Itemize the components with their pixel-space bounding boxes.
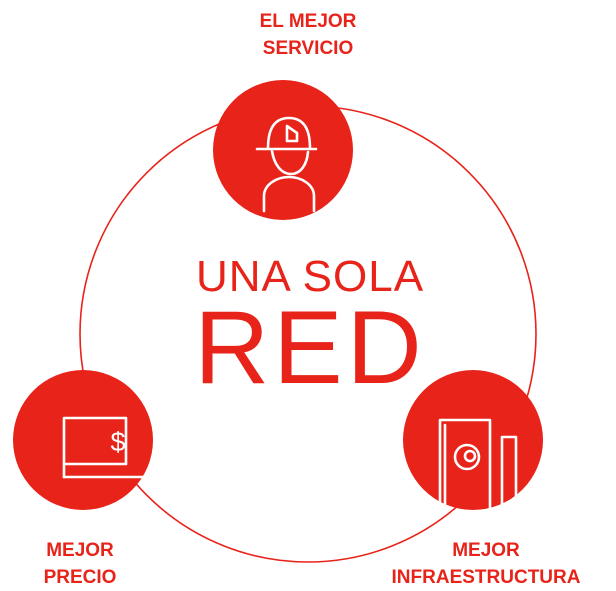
- node-left-label: MEJOR PRECIO: [0, 537, 160, 591]
- node-right-label: MEJOR INFRAESTRUCTURA: [356, 537, 616, 591]
- node-top: [213, 80, 353, 220]
- price-monitor-icon: [62, 416, 154, 479]
- node-left-label-line2: PRECIO: [43, 567, 117, 588]
- dollar-sign: $: [110, 427, 125, 457]
- infrastructure-icon: [438, 418, 518, 512]
- center-title-line2: RED: [194, 290, 426, 406]
- node-top-label-line1: EL MEJOR: [259, 11, 357, 32]
- node-top-label-line2: SERVICIO: [262, 38, 354, 59]
- node-left-label-line1: MEJOR: [46, 540, 114, 561]
- node-top-label: EL MEJOR SERVICIO: [208, 8, 408, 62]
- node-right: [403, 370, 543, 512]
- node-right-label-line2: INFRAESTRUCTURA: [391, 567, 581, 588]
- node-left: $: [13, 370, 154, 510]
- node-right-label-line1: MEJOR: [452, 540, 520, 561]
- technician-icon: [255, 116, 318, 213]
- center-title-line1: UNA SOLA: [195, 252, 425, 301]
